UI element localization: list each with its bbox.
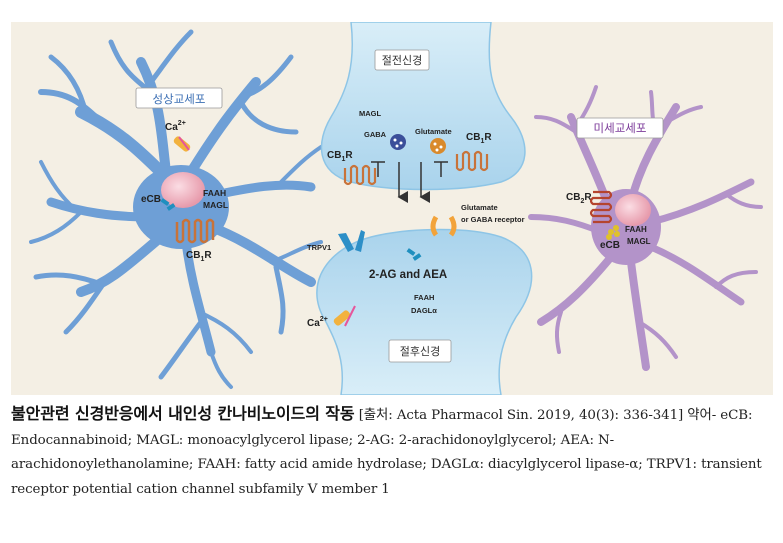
- ecb-molecule-post: [406, 248, 422, 261]
- microglia-cell: [528, 85, 763, 371]
- agaea-label: 2-AG and AEA: [369, 269, 447, 281]
- cb1-receptor-left: [175, 218, 215, 244]
- cb1r-label-pre-right: CB1R: [466, 132, 492, 145]
- microglia-label-text: 미세교세포: [594, 122, 647, 135]
- trpv1-channel: [338, 230, 365, 252]
- glutamate-gaba-receptor: [430, 215, 457, 237]
- magl-label-pre: MAGL: [359, 109, 381, 118]
- magl-label-left: MAGL: [203, 200, 228, 210]
- dagl-label-post: DAGLα: [411, 306, 437, 315]
- cb1r-label-left: CB1R: [186, 250, 212, 263]
- cb1-receptor-pre-right: [455, 150, 489, 172]
- glutamate-label: Glutamate: [415, 127, 452, 136]
- microglia-label: 미세교세포: [576, 117, 664, 139]
- postsynaptic-label: 절후신경: [388, 339, 452, 363]
- astrocyte-nucleus: [161, 172, 205, 208]
- glutamate-vesicle: [430, 138, 446, 154]
- inhibition-marks: [371, 161, 448, 177]
- caption-body: [출처: Acta Pharmacol Sin. 2019, 40(3): 33…: [11, 408, 762, 497]
- presynaptic-neuron: [320, 22, 526, 191]
- ecb-label-left: eCB: [141, 194, 161, 205]
- gaba-label: GABA: [364, 130, 387, 139]
- receptor-label-line1: Glutamate: [461, 203, 498, 212]
- cb1r-label-pre-left: CB1R: [327, 150, 353, 163]
- magl-label-micro: MAGL: [627, 237, 651, 246]
- cb2r-label: CB2R: [566, 192, 592, 205]
- postsynaptic-neuron: [316, 228, 533, 395]
- presynaptic-label-text: 절전신경: [382, 54, 422, 67]
- astrocyte-label: 성상교세포: [135, 87, 223, 109]
- release-arrows: [397, 162, 430, 203]
- figure-caption: 불안관련 신경반응에서 내인성 칸나비노이드의 작동 [출처: Acta Pha…: [11, 402, 773, 502]
- ca-label-post: Ca2+: [307, 316, 328, 329]
- astrocyte-label-text: 성상교세포: [153, 93, 206, 106]
- ca-label-left: Ca2+: [165, 120, 186, 133]
- calcium-arrow-left: [178, 136, 190, 151]
- receptor-label-line2: or GABA receptor: [461, 215, 525, 224]
- ecb-molecule-micro: [606, 225, 620, 240]
- faah-label-post: FAAH: [414, 293, 434, 302]
- calcium-channel-post: [333, 310, 351, 326]
- ecb-molecule-left: [160, 198, 176, 211]
- ecb-label-micro: eCB: [600, 240, 620, 251]
- microglia-nucleus: [615, 194, 651, 226]
- presynaptic-label: 절전신경: [374, 49, 430, 71]
- calcium-arrow-post: [344, 305, 356, 327]
- faah-label-left: FAAH: [203, 188, 226, 198]
- diagram-svg: 성상교세포 Ca2+ eCB FAAH MAGL CB1R 절전신경 MAGL …: [29, 22, 763, 395]
- postsynaptic-label-text: 절후신경: [400, 345, 440, 358]
- cb1-receptor-pre-left: [343, 164, 377, 186]
- astrocyte-cell: [29, 29, 323, 389]
- cb2-receptor: [589, 190, 613, 224]
- trpv1-label: TRPV1: [307, 243, 331, 252]
- faah-label-micro: FAAH: [625, 225, 647, 234]
- caption-title: 불안관련 신경반응에서 내인성 칸나비노이드의 작동: [11, 404, 355, 423]
- diagram-figure: 성상교세포 Ca2+ eCB FAAH MAGL CB1R 절전신경 MAGL …: [11, 22, 773, 395]
- gaba-vesicle: [390, 134, 406, 150]
